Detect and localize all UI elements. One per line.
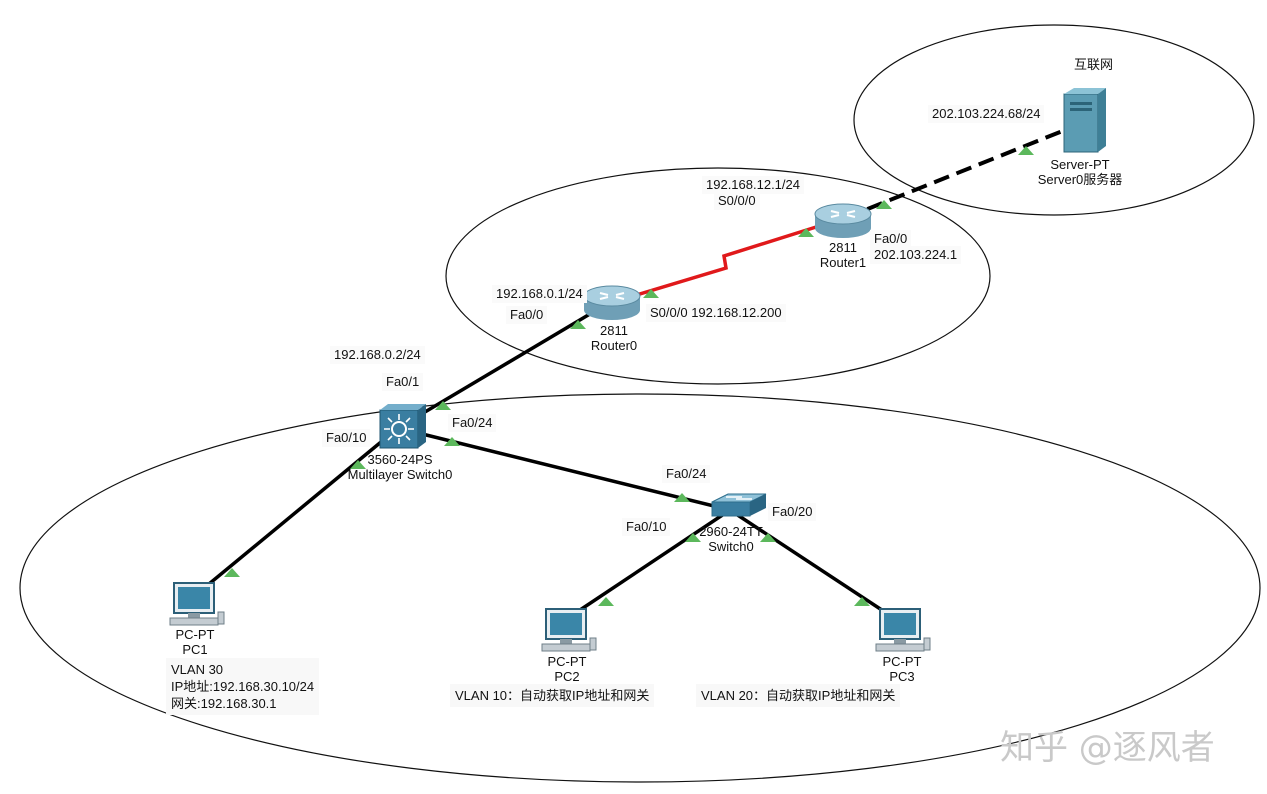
port-up-indicator [1018, 146, 1034, 155]
server-name: Server0服务器 [1037, 172, 1123, 187]
pc3-config-note: VLAN 20：自动获取IP地址和网关 [696, 684, 901, 707]
router0-serial-label: S0/0/0 192.168.12.200 [646, 304, 786, 322]
pc2-device-label: PC-PT PC2 [548, 654, 587, 684]
multilayer-switch-icon[interactable] [379, 404, 426, 449]
router0-icon[interactable] [583, 285, 641, 320]
port-up-indicator [598, 597, 614, 606]
watermark: 知乎 @逐风者 [1000, 728, 1215, 768]
pc1-vlan: VLAN 30 [171, 662, 224, 677]
link-router1-server [844, 126, 1071, 220]
pc1-name: PC1 [182, 642, 208, 657]
pc1-gateway: 网关:192.168.30.1 [171, 696, 277, 711]
lan-zone [19, 393, 1261, 783]
port-up-indicator [854, 597, 870, 606]
server-icon[interactable] [1063, 88, 1106, 153]
router0-fa-ip-label: 192.168.0.1/24 [492, 285, 587, 303]
router1-fa-ip-label: 202.103.224.1 [870, 246, 962, 264]
switch0-fa010-label: Fa0/10 [622, 518, 671, 536]
switch0-icon[interactable] [711, 493, 767, 517]
switch0-fa020-label: Fa0/20 [768, 503, 817, 521]
port-up-indicator [643, 289, 659, 298]
router1-fa-port-label: Fa0/0 [870, 230, 912, 248]
port-up-indicator [350, 460, 366, 469]
internet-zone-label: 互联网 [1074, 57, 1114, 72]
port-up-indicator [685, 533, 701, 542]
port-up-indicator [435, 401, 451, 410]
router1-device-label: 2811 Router1 [820, 240, 866, 270]
pc2-name: PC2 [554, 669, 580, 684]
internet-zone [853, 24, 1255, 216]
port-up-indicator [224, 568, 240, 577]
pc1-model: PC-PT [175, 627, 215, 642]
mlswitch-device-label: 3560-24PS Multilayer Switch0 [348, 452, 453, 482]
link-switch0-pc3 [729, 508, 898, 622]
switch0-device-label: 2960-24TT Switch0 [699, 524, 763, 554]
switch0-model: 2960-24TT [699, 524, 763, 539]
port-up-indicator [570, 320, 586, 329]
pc3-device-label: PC-PT PC3 [883, 654, 922, 684]
pc2-config-note: VLAN 10：自动获取IP地址和网关 [450, 684, 655, 707]
pc1-config-note: VLAN 30 IP地址:192.168.30.10/24 网关:192.168… [166, 658, 320, 715]
switch0-name: Switch0 [708, 539, 754, 554]
router0-fa-port-label: Fa0/0 [506, 306, 548, 324]
router1-icon[interactable] [814, 203, 872, 238]
pc1-device-label: PC-PT PC1 [176, 627, 215, 657]
mlswitch-name: Multilayer Switch0 [347, 467, 453, 482]
router0-device-label: 2811 Router0 [591, 323, 637, 353]
pc1-icon[interactable] [169, 582, 225, 626]
mlswitch-fa010-label: Fa0/10 [322, 429, 371, 447]
pc3-icon[interactable] [875, 608, 931, 652]
mlswitch-fa01-label: Fa0/1 [382, 373, 424, 391]
router0-model: 2811 [600, 323, 628, 338]
port-up-indicator [798, 228, 814, 237]
port-up-indicator [674, 493, 690, 502]
mlswitch-uplink-ip-label: 192.168.0.2/24 [330, 346, 425, 364]
link-mlswitch-pc1 [190, 426, 400, 600]
port-up-indicator [760, 533, 776, 542]
link-router0-mlswitch [397, 306, 601, 430]
router0-name: Router0 [590, 338, 638, 353]
router1-serial-port-label: S0/0/0 [714, 192, 760, 210]
switch0-fa024-label: Fa0/24 [662, 465, 711, 483]
router1-model: 2811 [829, 240, 857, 255]
pc3-name: PC3 [889, 669, 915, 684]
pc3-model: PC-PT [882, 654, 922, 669]
pc2-model: PC-PT [547, 654, 587, 669]
router1-name: Router1 [819, 255, 867, 270]
port-indicators [224, 146, 1034, 606]
router1-serial-ip-label: 192.168.12.1/24 [702, 176, 804, 194]
port-up-indicator [444, 437, 460, 446]
server-ip-label: 202.103.224.68/24 [928, 105, 1045, 123]
mlswitch-model: 3560-24PS [367, 452, 433, 467]
wan-zone [445, 167, 991, 385]
server-device-label: Server-PT Server0服务器 [1038, 157, 1123, 187]
link-router0-router1-serial [619, 220, 833, 302]
mlswitch-fa024-label: Fa0/24 [448, 414, 497, 432]
pc2-icon[interactable] [541, 608, 597, 652]
server-model: Server-PT [1050, 157, 1110, 172]
link-switch0-pc2 [564, 508, 731, 622]
port-up-indicator [876, 200, 892, 209]
pc1-ip: IP地址:192.168.30.10/24 [171, 679, 315, 694]
